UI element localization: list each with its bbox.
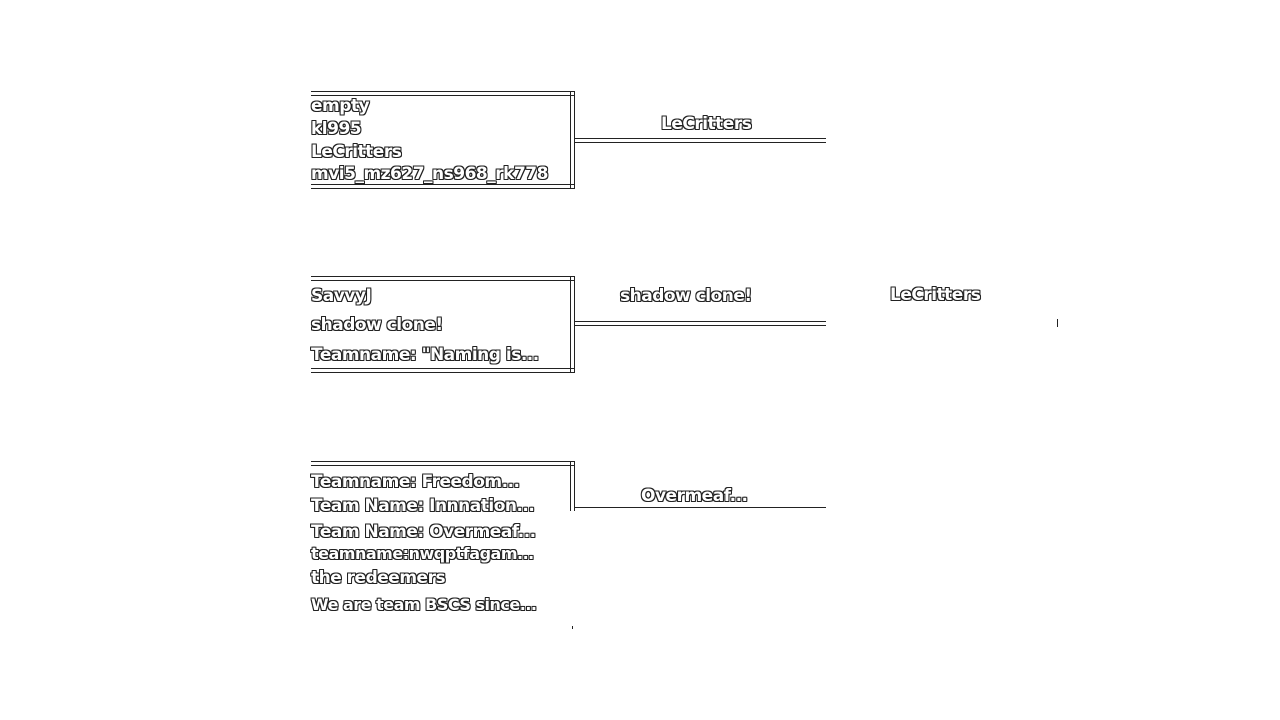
group-1-entry: mvi5_mz627_ns968_rk778: [311, 164, 548, 184]
group-3-top-border: [311, 461, 575, 466]
group-3-right-border: [570, 461, 575, 511]
group-3-entry: Team Name: Innnation...: [311, 496, 535, 516]
group-1-bottom-border: [311, 184, 575, 189]
group-3-entry: We are team BSCS since...: [311, 595, 537, 614]
group-3-entry: the redeemers: [311, 568, 446, 588]
group-1-right-border: [570, 91, 575, 189]
group-1-entry: empty: [311, 96, 370, 116]
group-2-right-border: [570, 276, 575, 373]
group-3-entry: Teamname: Freedom...: [311, 472, 520, 492]
group-1-entry: kl995: [311, 119, 362, 139]
group-1-entry: LeCritters: [311, 142, 402, 162]
group-1-winner: LeCritters: [661, 114, 752, 134]
final-winner: LeCritters: [890, 285, 981, 305]
group-2-bottom-border: [311, 368, 575, 373]
group-2-top-border: [311, 276, 575, 281]
group-3-entry: Team Name: Overmeaf...: [311, 522, 536, 542]
group-2-winner: shadow clone!: [620, 286, 752, 306]
group-2-entry: SavvyJ: [311, 286, 372, 306]
group-3-connector: [575, 507, 826, 508]
group-2-connector: [575, 321, 826, 326]
group-3-tick: [572, 626, 573, 629]
group-1-connector: [575, 138, 826, 143]
group-3-winner: Overmeaf...: [641, 486, 748, 506]
group-2-entry: Teamname: "Naming is...: [311, 345, 539, 365]
group-2-entry: shadow clone!: [311, 315, 443, 335]
group-3-entry: teamname:nwqptfagam...: [311, 544, 534, 563]
final-tick: [1057, 319, 1058, 327]
group-1-top-border: [311, 91, 575, 96]
